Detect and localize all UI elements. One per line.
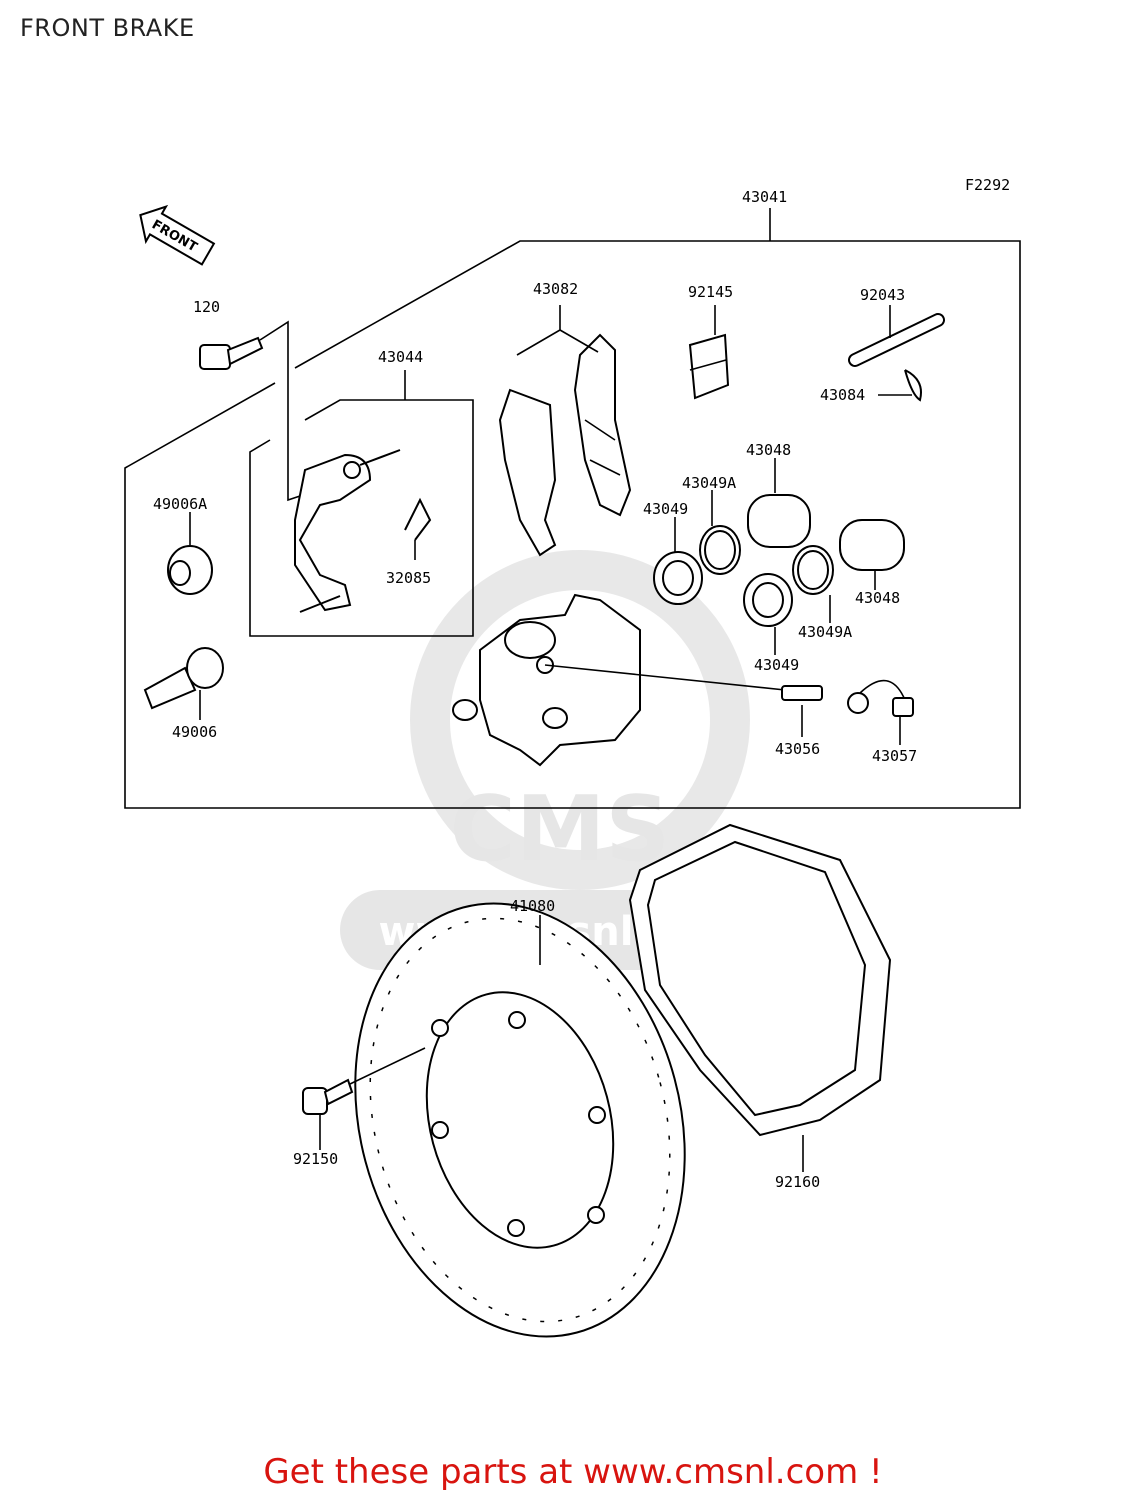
boot-49006A [167,512,213,595]
label-92145: 92145 [688,283,733,301]
label-92160: 92160 [775,1173,820,1191]
label-43048-top: 43048 [746,441,791,459]
label-92150: 92150 [293,1150,338,1168]
label-43044: 43044 [378,348,423,366]
disc-bolt-92150 [302,1047,426,1150]
bolt-120 [199,336,264,370]
figure-code: F2292 [965,176,1010,194]
clip-32085 [404,497,432,560]
caliper-assembly-outline [124,240,1021,809]
bleeder-valve-43056 [781,685,823,737]
clip-43084 [878,369,922,402]
label-43049-top: 43049 [643,500,688,518]
label-43082: 43082 [533,280,578,298]
label-43049-bottom: 43049 [754,656,799,674]
label-43049A-top: 43049A [682,474,736,492]
label-49006A: 49006A [153,495,207,513]
disc-cover-92160 [628,823,892,1172]
label-32085: 32085 [386,569,431,587]
front-arrow-icon: FRONT [139,204,216,266]
label-120: 120 [193,298,220,316]
label-92043: 92043 [860,286,905,304]
pad-spring-92145 [688,305,730,400]
label-43056: 43056 [775,740,820,758]
footer-promo[interactable]: Get these parts at www.cmsnl.com ! [263,1452,883,1492]
bleeder-cap-43057 [847,679,914,745]
label-49006: 49006 [172,723,217,741]
caliper-bracket-43044 [294,449,401,613]
bracket-subassembly-outline [249,399,474,637]
pad-pin-92043 [848,305,945,367]
brake-pads-43082 [498,305,632,557]
caliper-body [452,593,786,767]
svg-text:CMS: CMS [450,777,670,882]
label-43057: 43057 [872,747,917,765]
label-43048-right: 43048 [855,589,900,607]
page-title: FRONT BRAKE [20,14,195,42]
label-41080: 41080 [510,897,555,915]
label-43084: 43084 [820,386,865,404]
label-43041: 43041 [742,188,787,206]
piston-seals [653,525,834,627]
boot-49006 [143,647,224,720]
pistons-43048 [747,494,905,571]
brake-disc-41080 [354,902,686,1338]
label-43049A-bottom: 43049A [798,623,852,641]
